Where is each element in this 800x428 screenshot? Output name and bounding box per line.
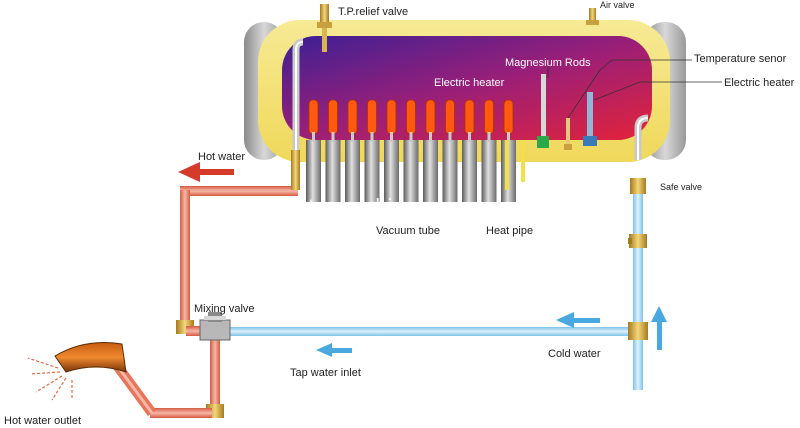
cold-water-arrow-top — [556, 312, 600, 328]
label-hot-water: Hot water — [198, 151, 245, 163]
vacuum-tube — [345, 140, 360, 202]
heat-pipe-stem — [331, 132, 335, 142]
heat-pipe-condenser — [347, 99, 358, 135]
label-hot-water-outlet: Hot water outlet — [4, 415, 81, 427]
hot-pipe-top — [180, 186, 298, 196]
label-cold-water: Cold water — [548, 348, 601, 360]
heat-pipe-stem — [351, 132, 354, 142]
mixing-valve — [199, 312, 231, 341]
vacuum-tube — [423, 140, 438, 202]
tp-relief-valve — [317, 4, 332, 52]
tap-water-arrow — [316, 343, 352, 357]
heat-pipe-condenser — [367, 99, 377, 135]
heat-pipe-stem — [429, 132, 432, 142]
cold-water-up-arrow — [651, 306, 667, 350]
watermark: trade.china.cn — [308, 194, 446, 219]
cold-pipe-tee — [628, 322, 648, 340]
vacuum-tube — [481, 140, 497, 202]
hot-water-spray-lines — [27, 357, 73, 401]
mixed-pipe-down — [210, 338, 220, 412]
vacuum-tube — [442, 140, 458, 202]
vacuum-tube — [403, 140, 419, 202]
label-mixing-valve: Mixing valve — [194, 303, 255, 315]
heat-pipe-condenser — [425, 99, 436, 135]
vacuum-tube-array — [306, 140, 516, 202]
heat-pipe-stem — [468, 132, 471, 142]
hot-pipe-to-valve — [186, 326, 210, 336]
heat-pipe-condenser — [308, 99, 319, 135]
label-air-valve: Air valve — [600, 0, 635, 10]
vacuum-tube — [325, 140, 341, 202]
hot-pipe-tank-stub — [291, 150, 300, 190]
label-electric-heater-right: Electric heater — [724, 77, 795, 89]
heat-pipe-condenser — [445, 99, 455, 135]
heat-pipe-array — [308, 99, 514, 142]
vacuum-tube — [384, 140, 399, 202]
heat-pipe-stem — [507, 132, 510, 142]
hot-water-arrow — [178, 162, 234, 182]
heat-pipe-stem — [390, 132, 393, 142]
label-safe-valve: Safe valve — [660, 182, 702, 192]
air-valve — [586, 8, 599, 25]
hot-pipe-left-down — [180, 190, 190, 330]
cold-pipe-right-vertical — [633, 192, 643, 390]
magnesium-rod — [537, 74, 549, 148]
label-tp-relief-valve: T.P.relief valve — [338, 6, 408, 18]
electric-heater-element — [583, 92, 597, 146]
electric-heater-rods — [505, 140, 525, 190]
label-vacuum-tube: Vacuum tube — [376, 225, 440, 237]
callout-lines — [547, 59, 722, 119]
heat-pipe-condenser — [328, 99, 338, 135]
vacuum-tube — [306, 140, 321, 202]
heat-pipe-condenser — [386, 99, 397, 135]
safe-valve-body — [630, 178, 646, 194]
check-valve-body — [629, 234, 647, 248]
hot-water-outlet-fixture — [54, 342, 127, 373]
label-tap-water-inlet: Tap water inlet — [290, 367, 361, 379]
heat-pipe-condenser — [484, 99, 494, 135]
label-heat-pipe: Heat pipe — [486, 225, 533, 237]
heat-pipe-stem — [487, 132, 491, 142]
heat-pipe-stem — [370, 132, 374, 142]
heat-pipe-stem — [312, 132, 315, 142]
label-magnesium-rods: Magnesium Rods — [505, 57, 591, 69]
hot-water-riser — [292, 38, 304, 150]
heat-pipe-condenser — [464, 99, 475, 135]
heat-pipe-stem — [409, 132, 413, 142]
heat-pipe-stem — [448, 132, 452, 142]
label-electric-heater-inside: Electric heater — [434, 77, 505, 89]
temperature-sensor — [564, 118, 572, 150]
vacuum-tube — [462, 140, 477, 202]
label-temperature-sensor: Temperature senor — [694, 53, 787, 65]
heat-pipe-condenser — [406, 99, 416, 135]
cold-water-riser — [634, 114, 649, 160]
cold-pipe-horizontal — [220, 327, 635, 336]
mixed-pipe-bottom — [150, 408, 212, 418]
heat-pipe-condenser — [503, 99, 514, 135]
vacuum-tube — [364, 140, 380, 202]
